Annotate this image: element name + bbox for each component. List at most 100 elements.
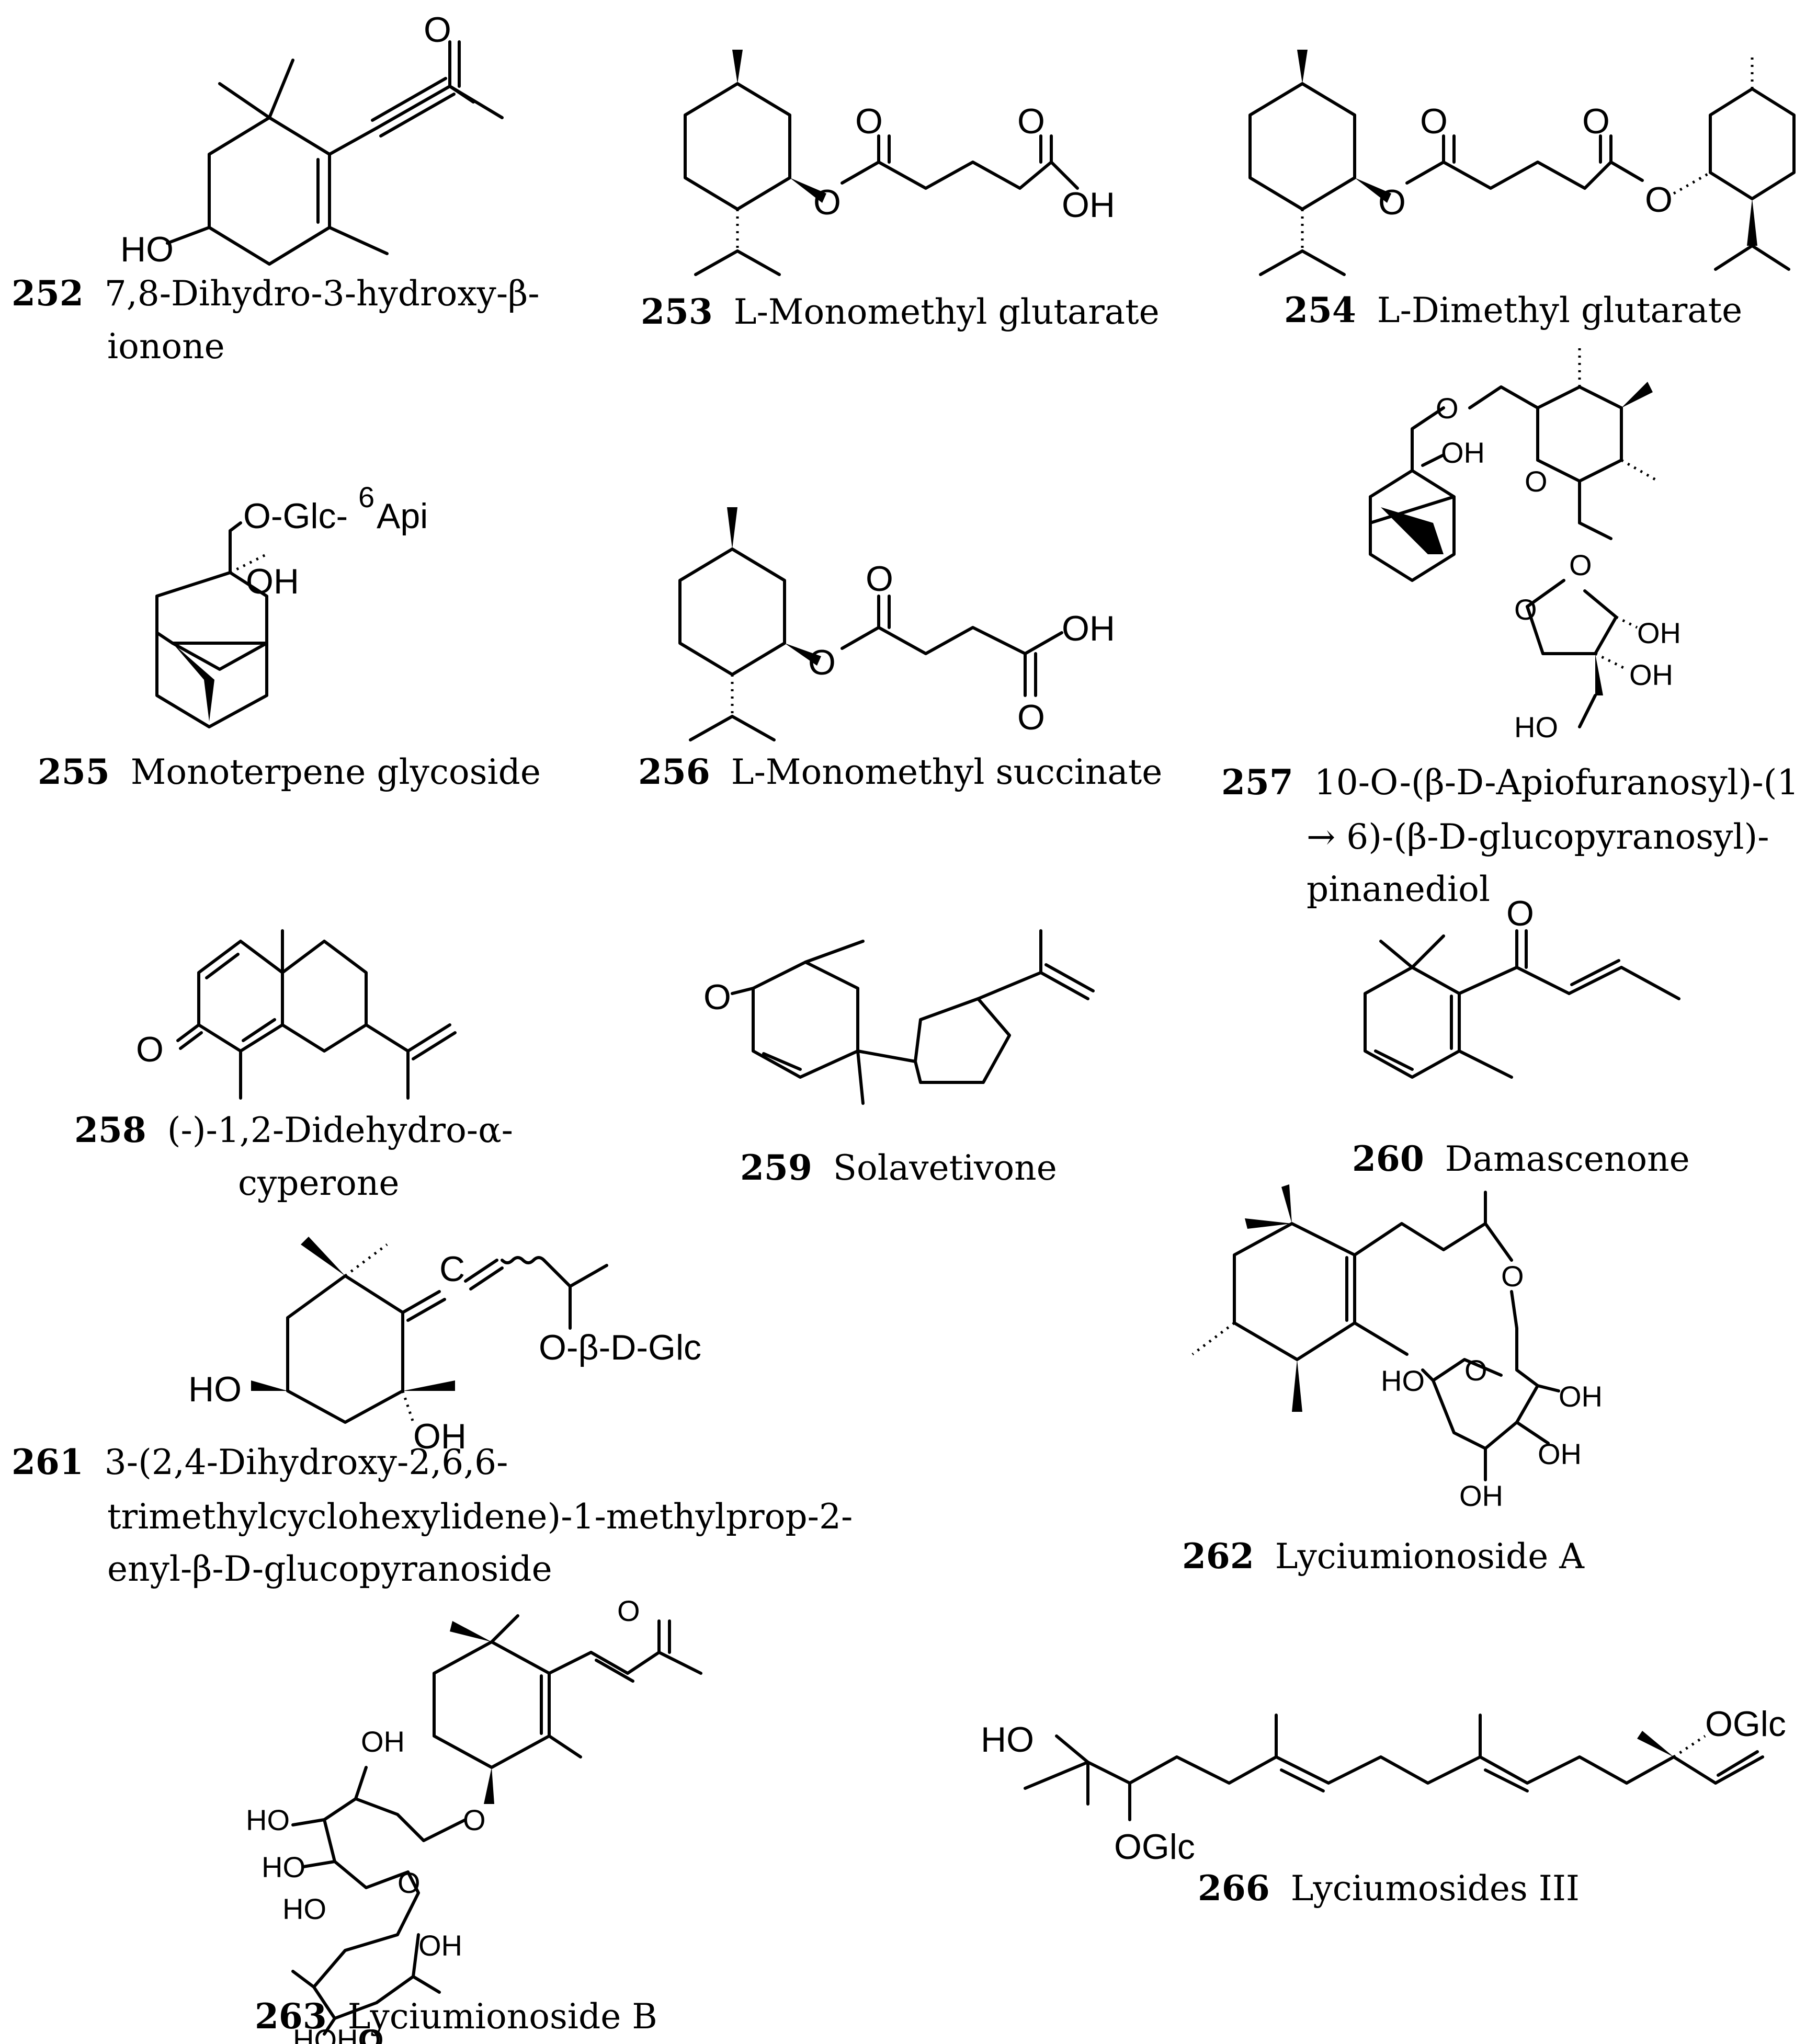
structure-263: O O OH HO HO O HO OH HOHO O [246, 1594, 702, 2044]
atom-label: Api [377, 496, 428, 536]
structure-258: O [136, 929, 457, 1100]
compound-name: Damascenone [1445, 1139, 1690, 1179]
structure-253: O O O OH [684, 50, 1115, 276]
atom-label: O [1420, 101, 1448, 141]
caption-259: 259 Solavetivone [740, 1146, 1057, 1190]
caption-257-line3: pinanediol [1307, 868, 1490, 911]
atom-label: O [866, 559, 893, 599]
atom-label: O [1436, 392, 1459, 425]
caption-261: 261 3-(2,4-Dihydroxy-2,6,6- [12, 1441, 508, 1484]
atom-label: OGlc [1114, 1827, 1195, 1867]
compound-name: Monoterpene glycoside [130, 752, 541, 792]
caption-256: 256 L-Monomethyl succinate [638, 750, 1162, 794]
compound-name: pinanediol [1307, 869, 1490, 909]
atom-label: OH [1459, 1479, 1503, 1512]
atom-label: O [1378, 182, 1406, 222]
caption-261-line3: enyl-β-D-glucopyranoside [107, 1548, 552, 1591]
atom-label: OGlc [1705, 1704, 1786, 1744]
atom-label: O [463, 1803, 486, 1836]
compound-name: Solavetivone [833, 1148, 1057, 1188]
caption-254: 254 L-Dimethyl glutarate [1284, 289, 1742, 332]
caption-262: 262 Lyciumionoside A [1182, 1535, 1584, 1578]
atom-label: O [1569, 549, 1592, 581]
atom-label: O [617, 1594, 640, 1627]
compound-name: Lyciumionoside B [347, 1996, 657, 2037]
compound-name: ionone [107, 326, 225, 367]
atom-label: O [1017, 101, 1045, 141]
atom-label: HOHO [293, 2023, 381, 2044]
atom-label: OH [1538, 1437, 1582, 1470]
compound-number: 262 [1182, 1536, 1254, 1577]
atom-label: O [703, 977, 731, 1017]
atom-label: HO [120, 230, 174, 269]
atom-label: O-β-D-Glc [539, 1328, 701, 1367]
compound-name: cyperone [238, 1163, 400, 1203]
atom-label: O [398, 1866, 421, 1899]
atom-label: HO [1514, 711, 1558, 744]
atom-label: O [424, 10, 451, 50]
atom-label: HO [188, 1369, 242, 1409]
structure-260: O [1364, 894, 1680, 1079]
compound-number: 253 [641, 291, 713, 332]
atom-label: OH [413, 1417, 467, 1456]
structure-261: C O-β-D-Glc HO OH [188, 1237, 701, 1456]
caption-253: 253 L-Monomethyl glutarate [641, 290, 1160, 334]
compound-number: 258 [74, 1110, 146, 1150]
compound-number: 266 [1198, 1868, 1270, 1909]
caption-252-line2: ionone [107, 325, 225, 368]
caption-260: 260 Damascenone [1352, 1137, 1690, 1181]
compound-name: L-Monomethyl succinate [731, 752, 1163, 792]
caption-258: 258 (-)-1,2-Didehydro-α- [74, 1109, 513, 1152]
atom-label: O [1525, 465, 1548, 498]
atom-label: HO [1381, 1364, 1425, 1397]
atom-label: C [439, 1249, 465, 1289]
caption-257: 257 10-O-(β-D-Apiofuranosyl)-(1 [1221, 761, 1799, 804]
structure-257: O OH O O O OH OH HO [1369, 345, 1681, 744]
compound-name: 3-(2,4-Dihydroxy-2,6,6- [104, 1442, 508, 1482]
compound-name: (-)-1,2-Didehydro-α- [167, 1110, 513, 1150]
atom-label: OH [1559, 1380, 1603, 1413]
atom-label: O [361, 2023, 384, 2044]
structure-252: O HO [120, 10, 504, 269]
compound-name: → 6)-(β-D-glucopyranosyl)- [1307, 817, 1769, 857]
atom-label: O [808, 643, 836, 682]
structure-266: HO OGlc OGlc [981, 1704, 1786, 1867]
atom-label: O [1645, 180, 1673, 220]
compound-number: 259 [740, 1147, 812, 1188]
atom-label: HO [282, 1892, 326, 1925]
atom-label: O [1506, 894, 1534, 933]
caption-261-line2: trimethylcyclohexylidene)-1-methylprop-2… [107, 1495, 853, 1538]
atom-label: O [1501, 1260, 1524, 1293]
atom-label: OH [361, 1725, 405, 1758]
caption-263: 263 Lyciumionoside B [255, 1995, 657, 2038]
structure-262: O O HO OH OH OH [1191, 1184, 1603, 1512]
compound-name: Lyciumionoside A [1275, 1536, 1584, 1577]
compound-name: 7,8-Dihydro-3-hydroxy-β- [104, 273, 540, 314]
compound-number: 255 [38, 751, 110, 792]
compound-name: L-Monomethyl glutarate [733, 292, 1160, 332]
compound-number: 252 [12, 273, 84, 314]
caption-255: 255 Monoterpene glycoside [38, 750, 541, 794]
atom-label-superscript: 6 [358, 481, 374, 513]
atom-label: HO [262, 1851, 305, 1883]
atom-label: O [813, 182, 841, 222]
atom-label: O-Glc- [243, 496, 348, 536]
compound-number: 254 [1284, 290, 1356, 330]
structure-254: O O O O [1248, 50, 1796, 276]
atom-label: HO [981, 1720, 1034, 1760]
compound-number: 263 [255, 1996, 327, 2037]
compound-name: 10-O-(β-D-Apiofuranosyl)-(1 [1314, 762, 1799, 803]
atom-label: O [136, 1030, 164, 1069]
atom-label: OH [1062, 609, 1115, 648]
compound-number: 257 [1221, 762, 1293, 803]
structure-259: O [703, 929, 1095, 1105]
atom-label: OH [1062, 185, 1115, 225]
compound-number: 261 [12, 1442, 84, 1482]
compound-name: enyl-β-D-glucopyranoside [107, 1549, 552, 1589]
structure-256: O O OH O [678, 507, 1115, 741]
compound-name: L-Dimethyl glutarate [1377, 290, 1743, 330]
atom-label: OH [246, 562, 299, 601]
compound-number: 260 [1352, 1138, 1424, 1179]
compound-number: 256 [638, 751, 710, 792]
